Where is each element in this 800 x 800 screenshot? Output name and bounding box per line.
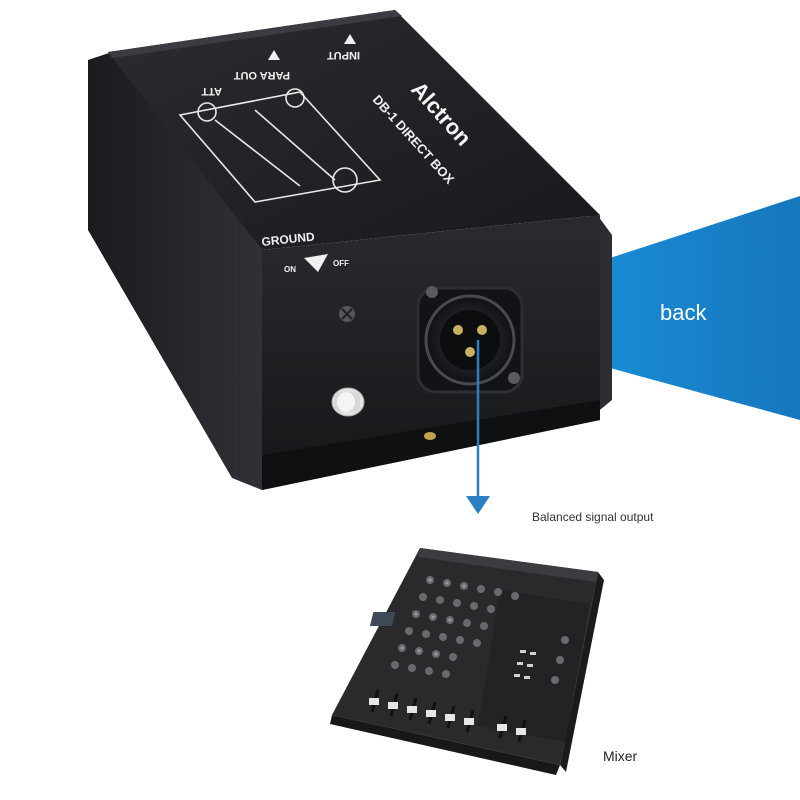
- xlr-output-connector: [416, 286, 524, 394]
- top-panel: [108, 10, 600, 250]
- ground-arrow-icon: [304, 254, 328, 272]
- balanced-output-label: Balanced signal output: [532, 510, 654, 524]
- xlr-pin-2: [477, 325, 487, 335]
- mixer: [330, 548, 604, 775]
- circuit-diagram: [178, 88, 382, 203]
- xlr-screw-icon: [426, 286, 438, 298]
- mixer-faders: [369, 689, 527, 743]
- ground-on-label: ON: [284, 265, 296, 274]
- att-label: ATT: [201, 85, 222, 97]
- back-highlight-beam: [610, 196, 800, 420]
- xlr-pin-3: [465, 347, 475, 357]
- input-arrow-icon: [344, 34, 356, 44]
- arrow-head-icon: [466, 496, 490, 514]
- direct-box: Alctron DB-1 DIRECT BOX INPUT PARA OUT A…: [88, 10, 612, 490]
- ground-lift-button: [331, 387, 365, 417]
- back-label: back: [660, 300, 707, 325]
- ground-off-label: OFF: [333, 259, 349, 268]
- mixer-label: Mixer: [603, 748, 638, 764]
- signal-arrow: [466, 340, 490, 514]
- input-label: INPUT: [327, 49, 360, 61]
- para-out-label: PARA OUT: [234, 69, 291, 81]
- rivet-icon: [424, 432, 436, 440]
- xlr-pin-1: [453, 325, 463, 335]
- mixer-display: [369, 612, 396, 626]
- ground-label: GROUND: [261, 229, 316, 249]
- mixer-knobs: [391, 576, 569, 684]
- left-side-panel: [88, 52, 262, 490]
- para-out-arrow-icon: [268, 50, 280, 60]
- mixer-master-section: [478, 590, 590, 742]
- xlr-screw-icon: [508, 372, 520, 384]
